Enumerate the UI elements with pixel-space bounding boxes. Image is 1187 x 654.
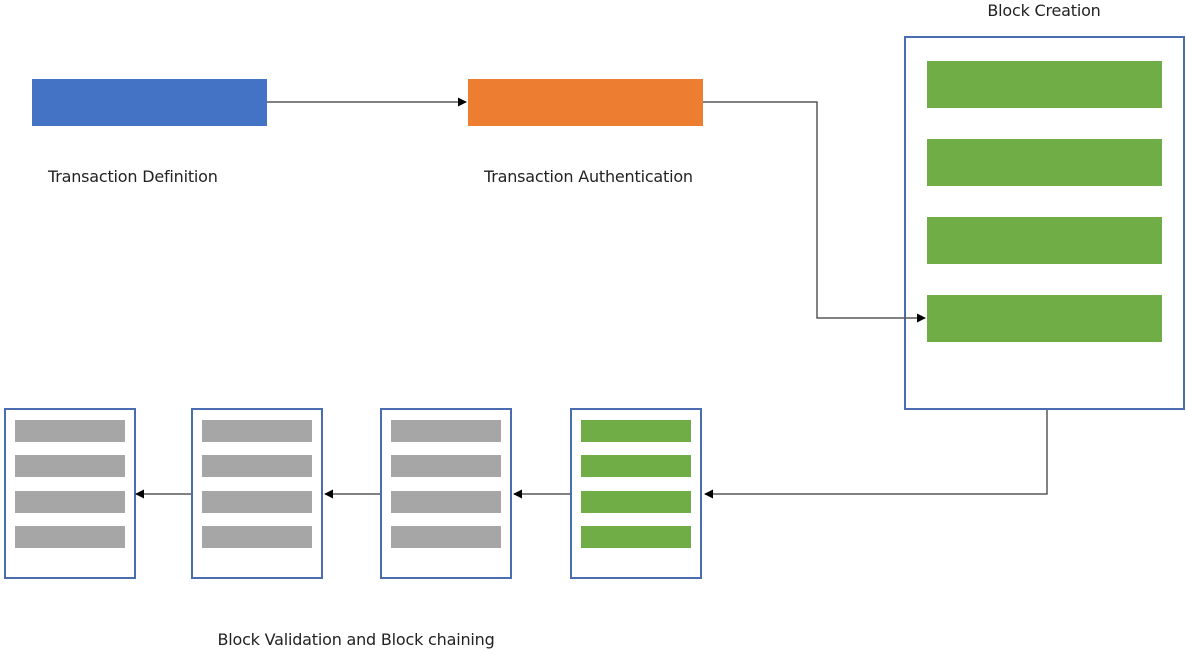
block-validation-label: Block Validation and Block chaining (217, 630, 495, 649)
chain-block-record (15, 455, 125, 477)
chain-block-record (391, 491, 501, 513)
block-creation-label: Block Creation (987, 1, 1101, 20)
chain-block-record (15, 420, 125, 442)
chain-block-record (581, 491, 691, 513)
chain-block-record (581, 526, 691, 548)
chain-block-record (202, 420, 312, 442)
transaction-authentication-label: Transaction Authentication (484, 167, 693, 186)
transaction-authentication-box (468, 79, 703, 126)
arrow-authentication-to-block-creation (703, 101, 926, 323)
chain-block-record (15, 491, 125, 513)
transaction-definition-box (32, 79, 267, 126)
arrow-block-creation-to-chain (704, 410, 1048, 499)
transaction-definition-label: Transaction Definition (48, 167, 218, 186)
chain-block-record (581, 455, 691, 477)
chain-block-record (391, 526, 501, 548)
block-creation-record (927, 139, 1162, 186)
block-creation-record (927, 217, 1162, 264)
chain-block-record (202, 526, 312, 548)
block-chain (4, 408, 702, 579)
chain-block-record (581, 420, 691, 442)
block-creation-record (927, 295, 1162, 342)
chain-block-record (391, 455, 501, 477)
chain-block-record (391, 420, 501, 442)
chain-block-record (202, 455, 312, 477)
block-creation-record (927, 61, 1162, 108)
block-creation-records (927, 61, 1162, 342)
chain-block-record (15, 526, 125, 548)
chain-block-record (202, 491, 312, 513)
